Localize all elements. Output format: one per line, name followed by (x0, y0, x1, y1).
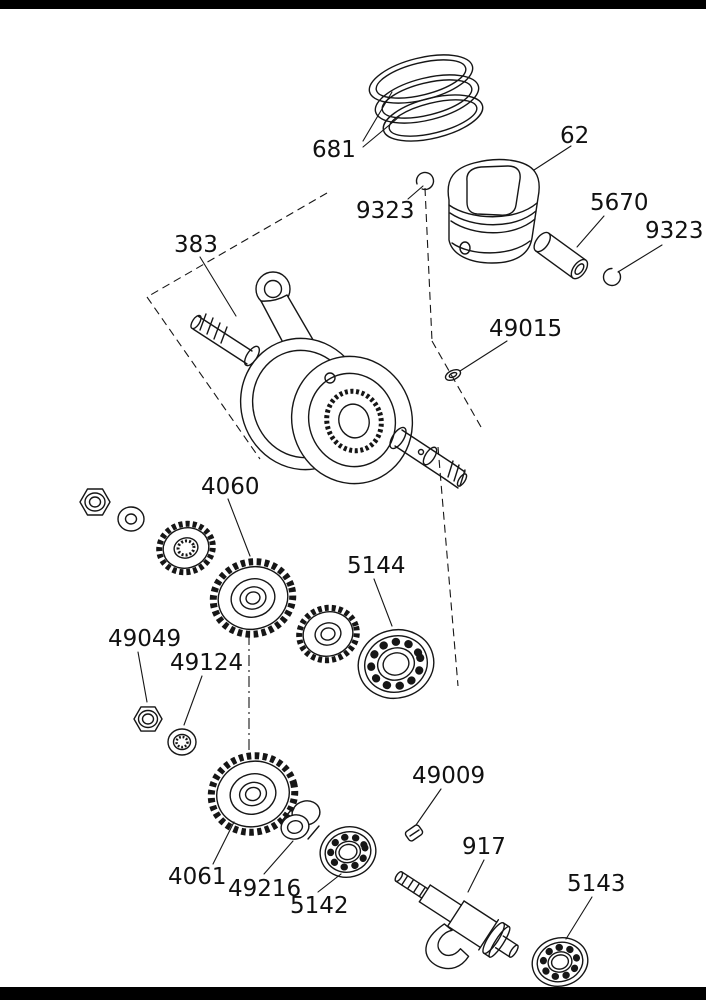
piston (447, 158, 540, 264)
bearing-5144 (357, 629, 435, 699)
label-spacer: 49216 (228, 876, 301, 902)
label-gear-lower: 4061 (168, 864, 227, 890)
label-nut: 49049 (108, 626, 181, 652)
top-border-bar (0, 0, 706, 9)
label-bearing-bottom: 5143 (567, 871, 626, 897)
label-small-pin: 49009 (412, 763, 485, 789)
balancer-shaft (394, 871, 519, 970)
label-dowel-pin: 49015 (489, 316, 562, 342)
label-bearing-right: 5144 (347, 553, 406, 579)
piston-rings (368, 54, 484, 142)
label-circlip-right: 9323 (645, 218, 704, 244)
circlip-right (602, 267, 622, 287)
bearing-5142 (319, 826, 377, 878)
part-labels: 681 62 9323 5670 9323 383 49015 4060 514… (108, 123, 704, 919)
washer-49124 (167, 728, 197, 756)
piston-pin (533, 231, 589, 280)
label-piston: 62 (560, 123, 589, 149)
balancer-weight (425, 923, 470, 970)
label-piston-rings: 681 (312, 137, 356, 163)
bearing-5143 (531, 937, 589, 987)
construction-lines (146, 187, 482, 752)
gear-4060 (209, 558, 297, 638)
crankshaft (190, 271, 468, 489)
nut-49049 (133, 706, 163, 732)
leader-lines (137, 91, 663, 940)
spacer-49216 (280, 800, 321, 840)
bottom-border-bar (0, 987, 706, 1000)
label-balancer-shaft: 917 (462, 834, 506, 860)
circlip-left (415, 171, 435, 191)
middle-gear (296, 604, 360, 664)
label-circlip-left: 9323 (356, 198, 415, 224)
small-pin (404, 824, 424, 842)
label-piston-pin: 5670 (590, 190, 649, 216)
label-crankshaft: 383 (174, 232, 218, 258)
upper-nut (79, 488, 111, 516)
label-bearing-center: 5142 (290, 893, 349, 919)
gear-4061 (207, 752, 299, 836)
label-gear-upper: 4060 (201, 474, 260, 500)
label-washer: 49124 (170, 650, 243, 676)
crank-spline-teeth (324, 388, 384, 454)
upper-small-gear (156, 520, 216, 576)
upper-washer (117, 506, 145, 532)
dowel-pin (444, 369, 462, 381)
